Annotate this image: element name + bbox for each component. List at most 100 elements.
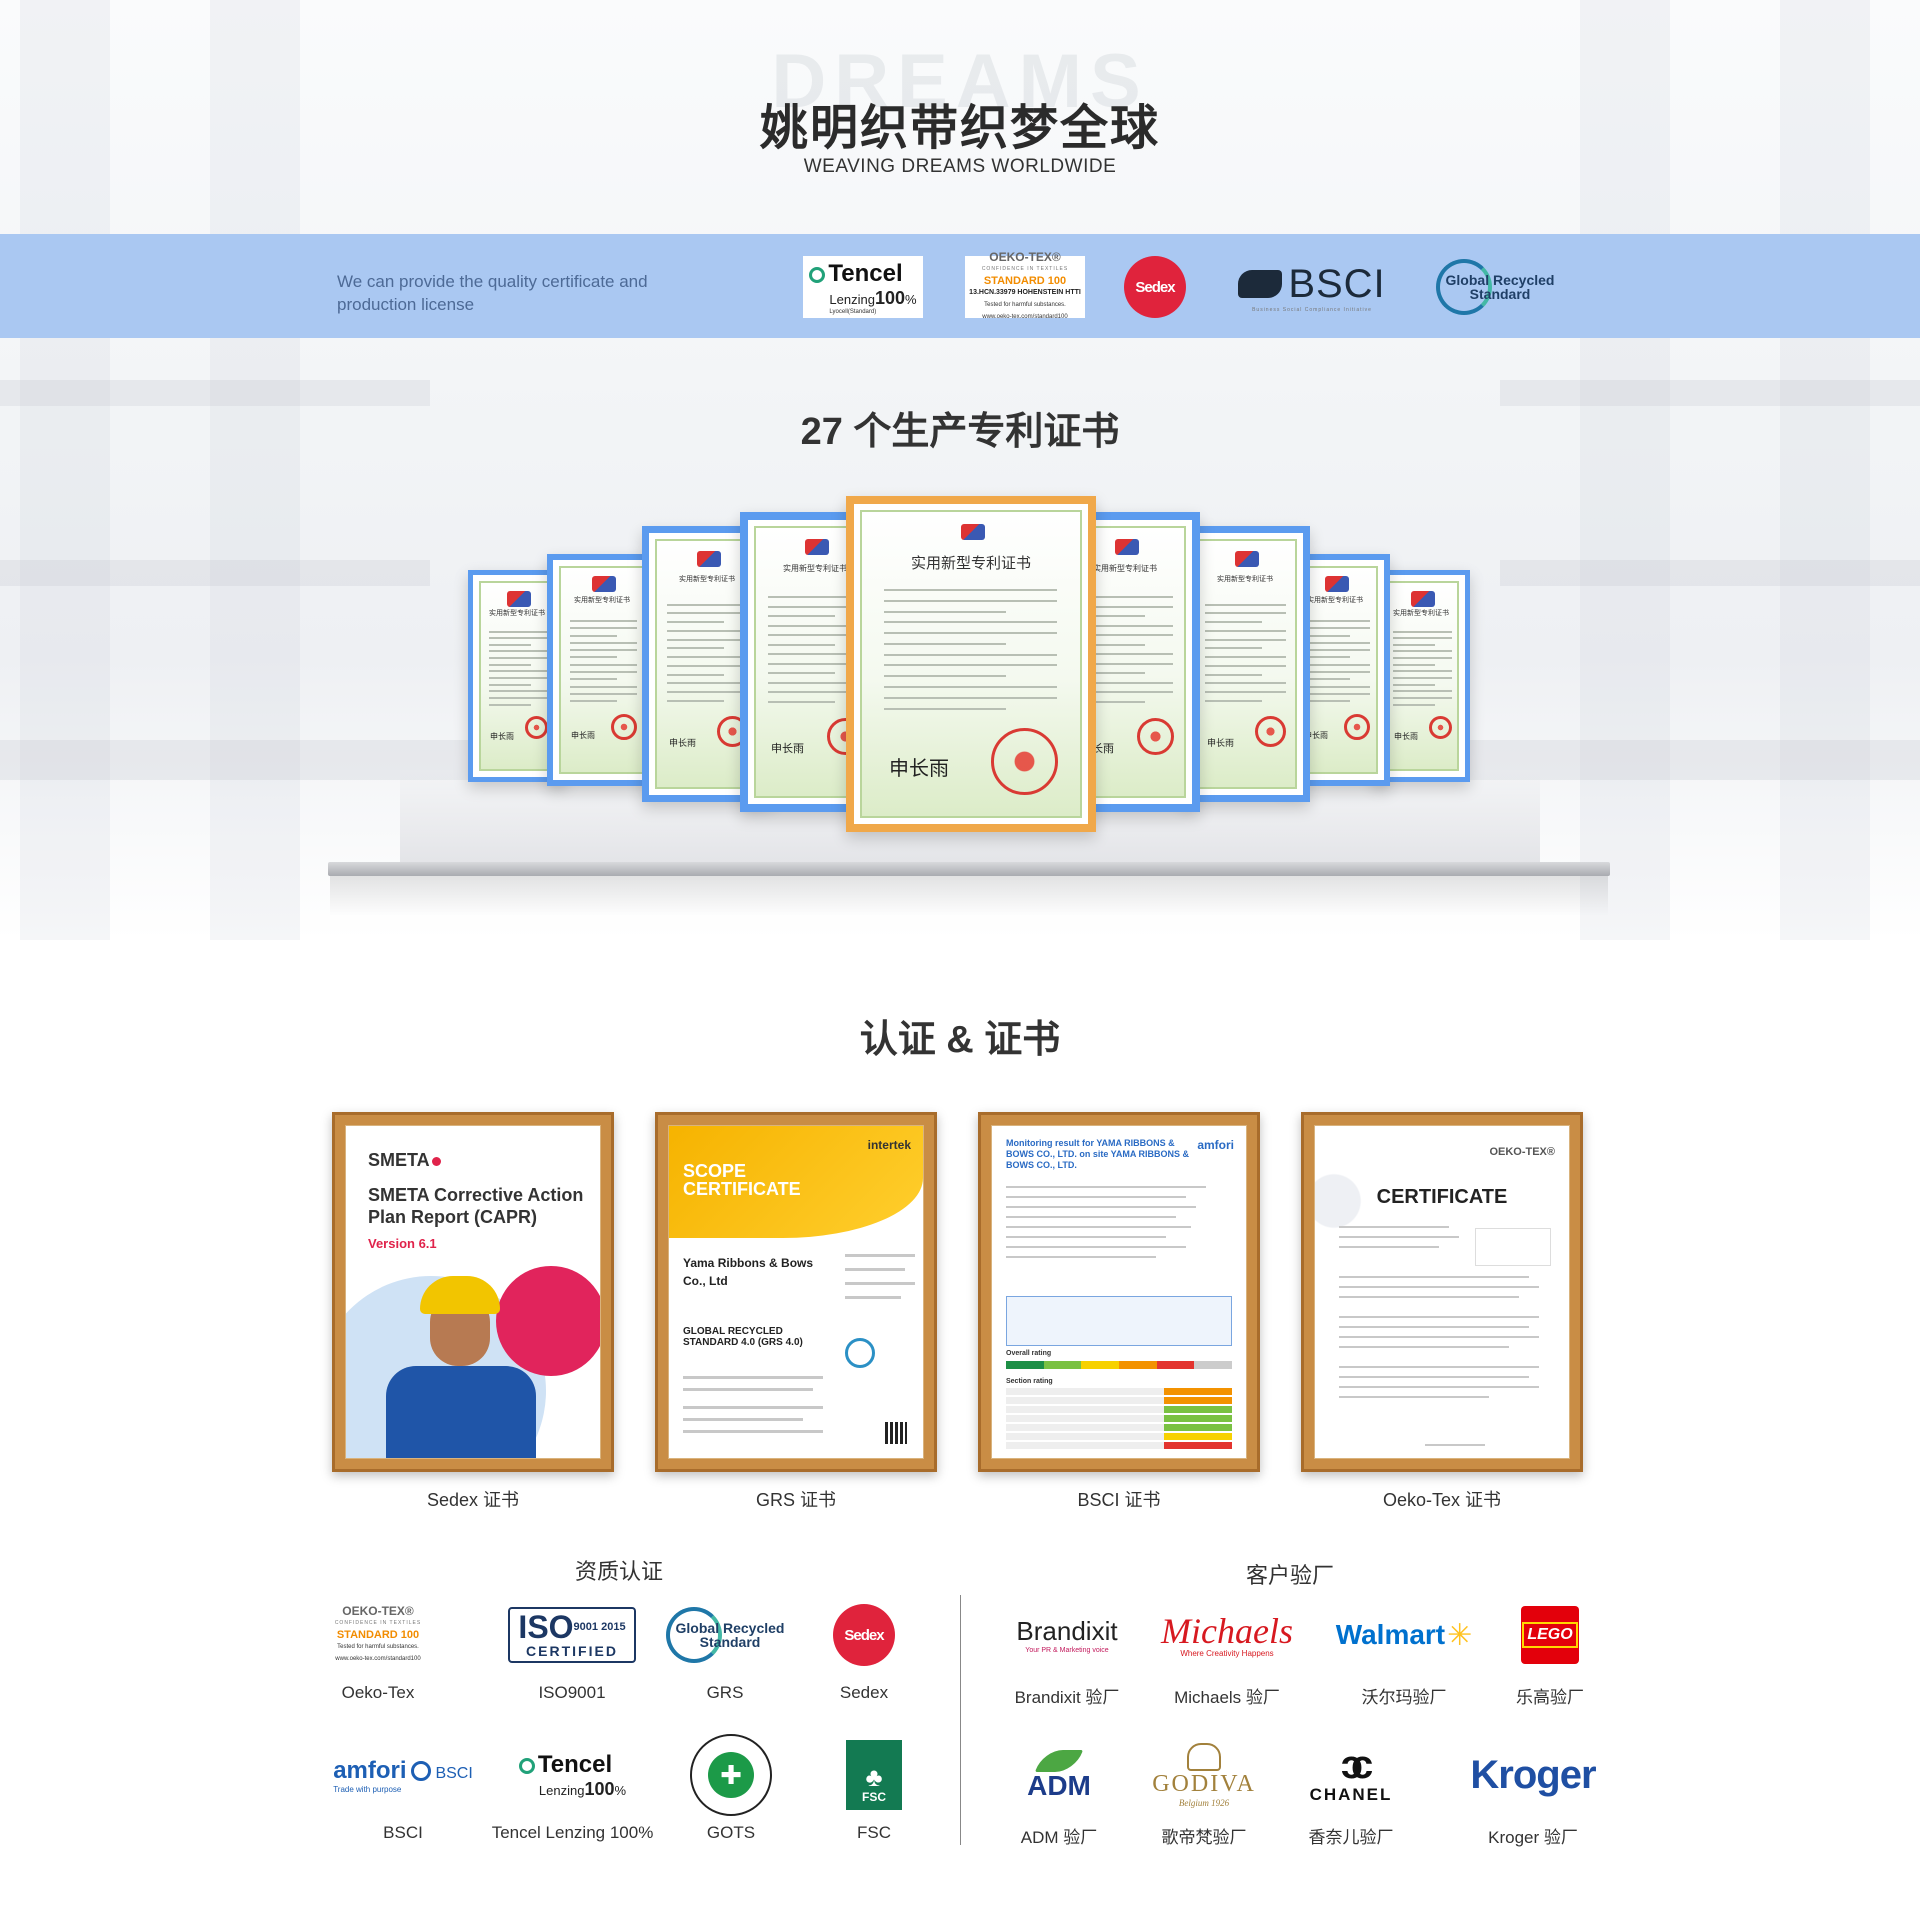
oeko-tested: Tested for harmful substances.	[337, 1644, 419, 1650]
oeko-tex-logo: OEKO-TEX® CONFIDENCE IN TEXTILES STANDAR…	[965, 251, 1085, 320]
fsc-name: FSC	[862, 1790, 886, 1804]
sedex-logo: Sedex	[1122, 256, 1188, 318]
logo-caption: Oeko-Tex	[341, 1683, 415, 1702]
tencel-pct: 100	[584, 1778, 615, 1799]
oeko-name: OEKO-TEX®	[342, 1604, 414, 1618]
hard-hat-icon	[420, 1276, 500, 1314]
qr-code-icon	[885, 1422, 907, 1444]
amfori-tag: Trade with purpose	[333, 1784, 402, 1794]
grs-line2: Standard	[1469, 286, 1531, 302]
bsci-sub: Business Social Compliance Initiative	[1252, 306, 1372, 313]
godiva-horse-icon	[1187, 1742, 1221, 1771]
oeko-url: www.oeko-tex.com/standard100	[335, 1656, 421, 1662]
logo-caption: 歌帝梵验厂	[1161, 1828, 1247, 1847]
patent-title: 实用新型专利证书	[679, 575, 735, 583]
qualification-sedex: Sedex Sedex	[789, 1595, 939, 1703]
patent-title: 实用新型专利证书	[574, 596, 630, 604]
band-text: We can provide the quality certificate a…	[337, 272, 648, 314]
overall-rating-label: Overall rating	[1006, 1350, 1052, 1357]
patent-title: 实用新型专利证书	[910, 554, 1031, 572]
patent-office-emblem-icon	[805, 539, 829, 555]
patent-office-emblem-icon	[1115, 539, 1139, 555]
scope-company: Yama Ribbons & Bows Co., Ltd	[683, 1256, 814, 1288]
walmart-spark-icon: ✳	[1447, 1618, 1473, 1652]
adm-leaf-icon	[1034, 1750, 1083, 1772]
logo-caption: Brandixit 验厂	[1014, 1688, 1120, 1707]
iso-certified: CERTIFIED	[526, 1643, 618, 1659]
patent-signature: 申长雨	[669, 739, 697, 749]
tencel-logo: Tencel Lenzing100% Lyocell(Standard)	[803, 256, 923, 318]
smeta-pink-circle	[496, 1266, 600, 1376]
bsci-name: BSCI	[1288, 261, 1386, 306]
patent-signature: 申长雨	[490, 732, 514, 741]
handshake-globe-icon	[1238, 270, 1283, 298]
patent-paper: 实用新型专利证书申长雨	[559, 566, 645, 774]
adm-name: ADM	[1027, 1770, 1091, 1801]
tencel-pct-unit: %	[614, 1782, 627, 1798]
patent-signature: 申长雨	[771, 742, 804, 755]
audit-lego: LEGO 乐高验厂	[1475, 1595, 1625, 1708]
red-seal-icon	[991, 728, 1058, 795]
bsci-certificate-frame[interactable]: Monitoring result for YAMA RIBBONS & BOW…	[978, 1112, 1260, 1472]
tencel-icon: Tencel Lenzing100%	[518, 1751, 627, 1800]
patent-title: 实用新型专利证书	[1093, 564, 1157, 573]
iso-year: 2015	[601, 1621, 626, 1633]
gots-shirt-icon: ✚	[708, 1752, 754, 1798]
audit-brandixit: Brandixit Your PR & Marketing voice Bran…	[992, 1595, 1142, 1708]
tencel-sub: Lenzing	[829, 291, 875, 307]
background-watermark-word: DREAMS	[771, 39, 1149, 124]
display-shelf-board	[328, 862, 1610, 876]
oeko-tex-icon: OEKO-TEX® CONFIDENCE IN TEXTILES STANDAR…	[335, 1605, 421, 1665]
audit-walmart: Walmart ✳ 沃尔玛验厂	[1319, 1595, 1489, 1708]
patent-certificate-card[interactable]: 实用新型专利证书申长雨	[846, 496, 1096, 832]
patents-title: 27 个生产专利证书	[800, 411, 1120, 453]
smeta-logo: SMETA	[368, 1150, 441, 1171]
godiva-tag: Belgium 1926	[1178, 1797, 1230, 1808]
amfori-name: amfori	[333, 1756, 407, 1784]
tencel-tick-icon	[518, 1757, 535, 1774]
audit-adm: ADM ADM 验厂	[984, 1735, 1134, 1848]
logo-caption: 乐高验厂	[1516, 1688, 1584, 1707]
oeko-name: OEKO-TEX®	[989, 250, 1061, 264]
worker-image	[386, 1366, 536, 1458]
patent-office-emblem-icon	[1235, 551, 1259, 567]
oeko-standard: STANDARD 100	[336, 1629, 420, 1641]
brandixit-logo: Brandixit Your PR & Marketing voice	[1016, 1616, 1117, 1654]
bsci-info-box	[1006, 1296, 1232, 1346]
lego-name: LEGO	[1522, 1622, 1578, 1648]
certificate-caption: Oeko-Tex 证书	[1382, 1490, 1502, 1510]
lego-logo: LEGO	[1521, 1606, 1579, 1664]
oeko-mini-label	[1475, 1228, 1551, 1266]
tencel-pct: 100	[874, 287, 906, 308]
kroger-logo: Kroger	[1470, 1752, 1596, 1797]
certificate-caption: BSCI 证书	[1077, 1490, 1161, 1510]
display-shelf-shadow	[330, 876, 1608, 916]
amfori-logo: amfori	[1197, 1138, 1234, 1152]
sedex-certificate-frame[interactable]: SMETA SMETA Corrective Action Plan Repor…	[332, 1112, 614, 1472]
grs-seal-icon	[845, 1338, 875, 1368]
oeko-tex-certificate-frame[interactable]: OEKO-TEX® CERTIFICATE	[1301, 1112, 1583, 1472]
patent-certificate-card[interactable]: 实用新型专利证书申长雨	[642, 526, 772, 802]
logo-caption: 沃尔玛验厂	[1361, 1688, 1447, 1707]
patent-certificate-card[interactable]: 实用新型专利证书申长雨	[547, 554, 657, 786]
red-seal-icon	[1429, 716, 1452, 739]
smeta-title: SMETA Corrective Action Plan Report (CAP…	[368, 1185, 584, 1227]
patent-office-emblem-icon	[507, 591, 531, 607]
patent-office-emblem-icon	[697, 551, 721, 567]
patent-paper: 实用新型专利证书申长雨	[1383, 581, 1459, 771]
tencel-small: Lyocell(Standard)	[829, 308, 877, 315]
patent-paper: 实用新型专利证书申长雨	[479, 581, 555, 771]
amfori-bsci: BSCI	[435, 1764, 473, 1782]
hero-background	[0, 0, 1920, 940]
certs-title: 认证 & 证书	[859, 1019, 1061, 1061]
michaels-tag: Where Creativity Happens	[1180, 1648, 1274, 1658]
patent-title: 实用新型专利证书	[489, 609, 545, 617]
oeko-url: www.oeko-tex.com/standard100	[982, 314, 1068, 320]
audit-kroger: Kroger Kroger 验厂	[1448, 1735, 1618, 1848]
